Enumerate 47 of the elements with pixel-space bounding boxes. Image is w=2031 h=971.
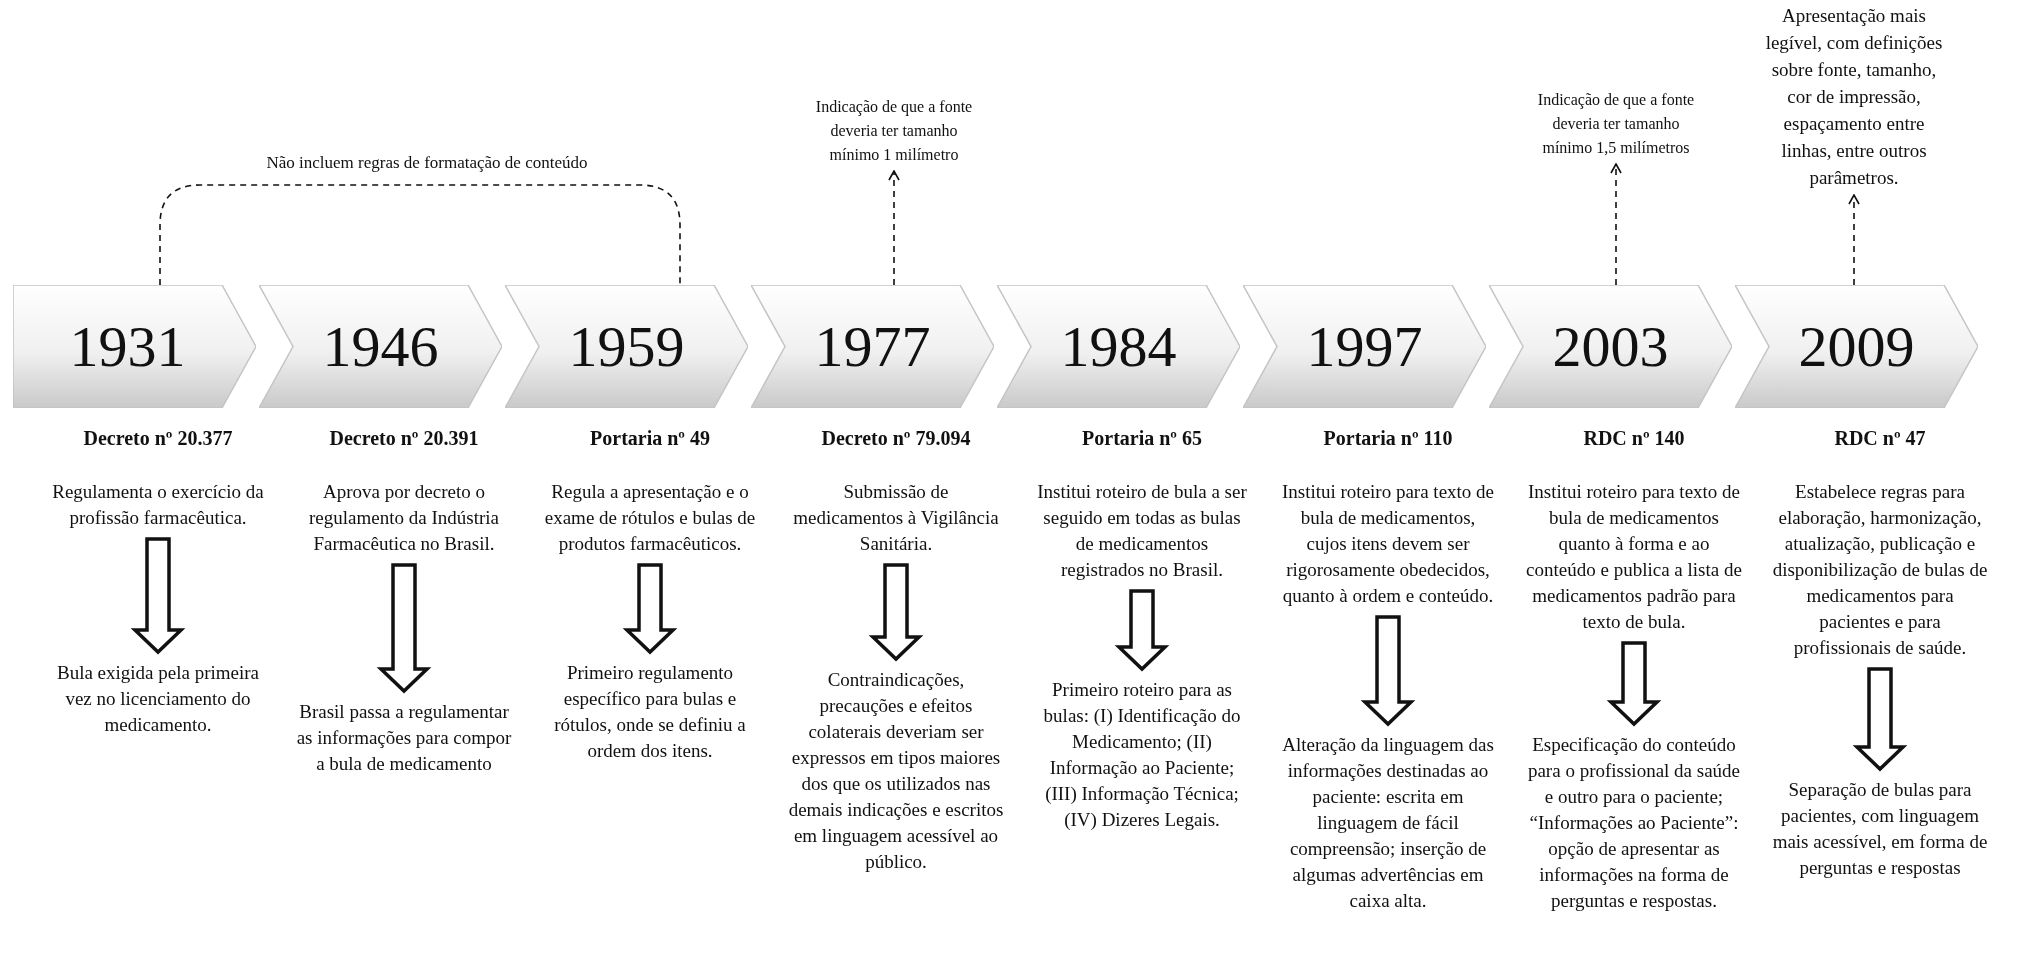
regulation-summary: Institui roteiro de bula a ser seguido em todas as bulas de medicamentos registrados no Brasil. xyxy=(1036,480,1248,582)
year-label: 2003 xyxy=(1551,315,1670,379)
regulation-title: Decreto nº 79.094 xyxy=(820,426,972,451)
outcome-text: Contraindicações, precauções e efeitos colaterais deveriam ser expressos em tipos maiores dos que os utilizados nas demais indicações e escritos em linguagem acessível ao público. xyxy=(788,667,1004,875)
block-arrow xyxy=(376,563,432,694)
year-label: 1959 xyxy=(567,315,686,379)
annotation-text: Apresentação mais legível, com definições sobre fonte, tamanho, cor de impressão, espaçamento entre linhas, entre outros parâmetros. xyxy=(1759,2,1949,191)
regulation-title: Decreto nº 20.377 xyxy=(82,426,234,451)
bracket-line xyxy=(159,184,681,286)
arrow xyxy=(1848,194,1860,286)
block-arrow xyxy=(868,563,924,662)
outcome-text: Especificação do conteúdo para o profissional da saúde e outro para o paciente; “Informações ao Paciente”: opção de apresentar as informações na forma de perguntas e respostas. xyxy=(1526,732,1742,914)
block-arrow xyxy=(1852,667,1908,772)
regulation-title: RDC nº 47 xyxy=(1833,426,1927,451)
regulation-summary: Regula a apresentação e o exame de rótulos e bulas de produtos farmacêuticos. xyxy=(543,480,757,556)
block-arrow xyxy=(1114,589,1170,672)
outcome-text: Primeiro regulamento específico para bulas e rótulos, onde se definiu a ordem dos itens. xyxy=(542,660,758,764)
block-arrow xyxy=(1606,641,1662,727)
outcome-text: Brasil passa a regulamentar as informações para compor a bula de medicamento xyxy=(296,699,512,777)
regulation-title: Decreto nº 20.391 xyxy=(328,426,480,451)
year-label: 1931 xyxy=(68,315,187,379)
outcome-text: Primeiro roteiro para as bulas: (I) Identificação do Medicamento; (II) Informação ao Paciente; (III) Informação Técnica; (IV) Dizeres Legais. xyxy=(1034,677,1250,833)
outcome-text: Alteração da linguagem das informações destinadas ao paciente: escrita em linguagem de fácil compreensão; inserção de algumas advertências em caixa alta. xyxy=(1280,732,1496,914)
annotation-text: Indicação de que a fonte deveria ter tamanho mínimo 1 milímetro xyxy=(814,95,974,167)
regulation-summary: Submissão de medicamentos à Vigilância Sanitária. xyxy=(792,480,1000,556)
regulation-summary: Estabelece regras para elaboração, harmonização, atualização, publicação e disponibilização de bulas de medicamentos para pacientes e para profissionais de saúde. xyxy=(1772,480,1988,660)
regulation-title: RDC nº 140 xyxy=(1582,426,1686,451)
regulation-summary: Aprova por decreto o regulamento da Indústria Farmacêutica no Brasil. xyxy=(308,480,500,556)
year-label: 2009 xyxy=(1797,315,1916,379)
arrow xyxy=(1610,163,1622,286)
arrow xyxy=(888,170,900,286)
outcome-text: Separação de bulas para pacientes, com linguagem mais acessível, em forma de perguntas e respostas xyxy=(1772,777,1988,881)
annotation-text: Indicação de que a fonte deveria ter tamanho mínimo 1,5 milímetros xyxy=(1536,88,1696,160)
regulation-summary: Regulamenta o exercício da profissão farmacêutica. xyxy=(51,480,265,530)
regulation-summary: Institui roteiro para texto de bula de medicamentos, cujos itens devem ser rigorosamente obedecidos, quanto à ordem e conteúdo. xyxy=(1280,480,1496,608)
regulation-title: Portaria nº 110 xyxy=(1322,426,1454,451)
block-arrow xyxy=(1360,615,1416,727)
block-arrow xyxy=(130,537,186,655)
year-label: 1997 xyxy=(1305,315,1424,379)
outcome-text: Bula exigida pela primeira vez no licenciamento do medicamento. xyxy=(50,660,266,738)
block-arrow xyxy=(622,563,678,655)
year-label: 1977 xyxy=(813,315,932,379)
year-label: 1946 xyxy=(321,315,440,379)
year-label: 1984 xyxy=(1059,315,1178,379)
regulation-title: Portaria nº 65 xyxy=(1081,426,1203,451)
regulation-summary: Institui roteiro para texto de bula de medicamentos quanto à forma e ao conteúdo e publica a lista de medicamentos padrão para texto de bula. xyxy=(1526,480,1742,634)
regulation-title: Portaria nº 49 xyxy=(589,426,711,451)
